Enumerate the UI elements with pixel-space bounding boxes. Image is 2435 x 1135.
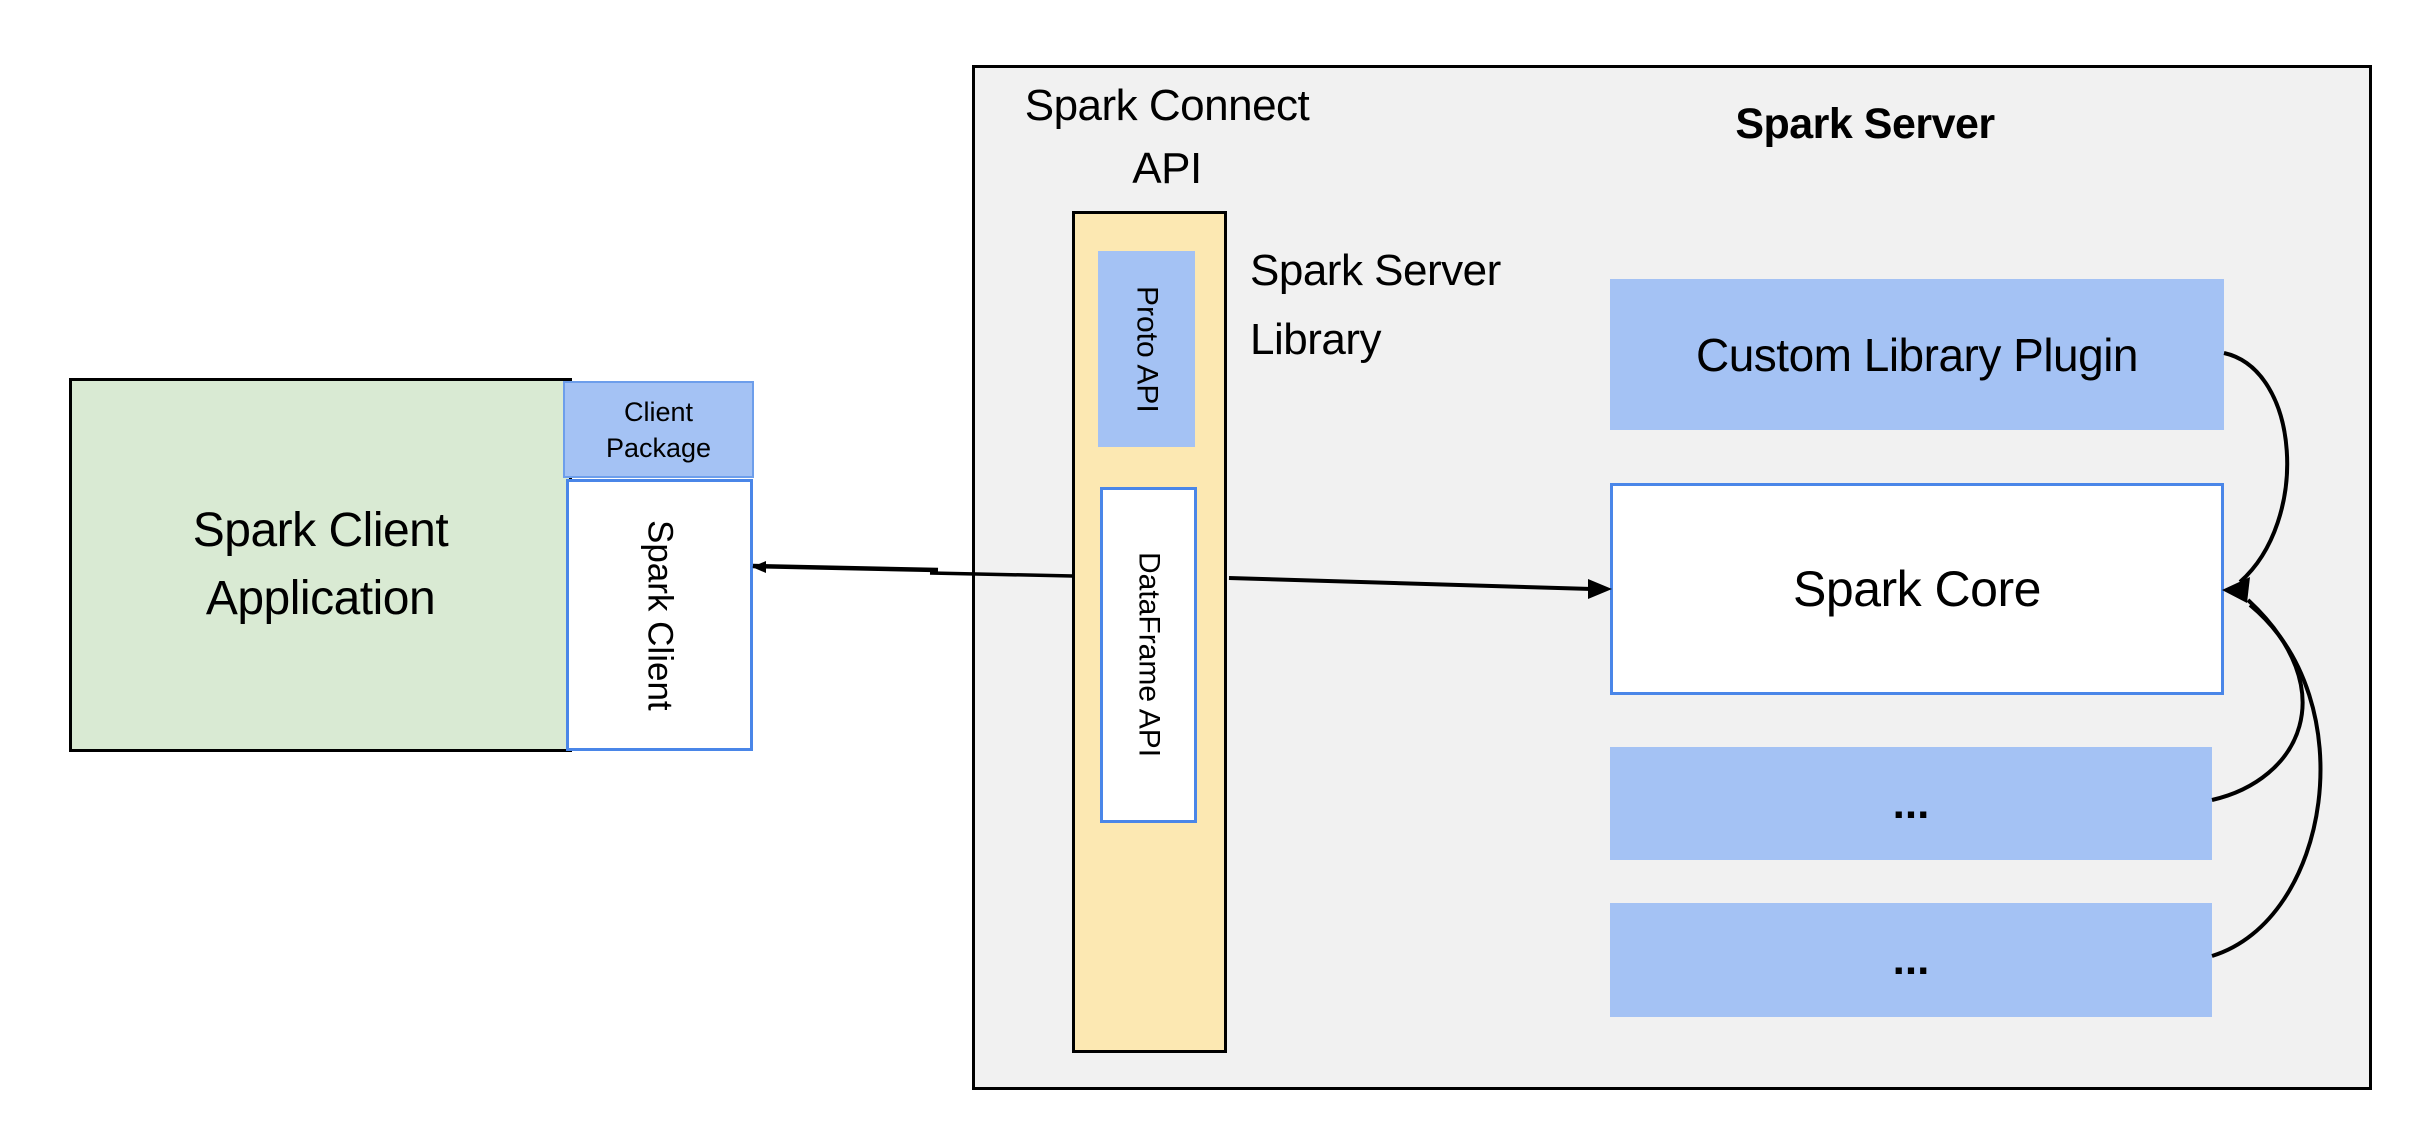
- server-module-placeholder-2: ...: [1610, 903, 2212, 1017]
- dataframe-api-label: DataFrame API: [1132, 552, 1166, 758]
- server-module-placeholder-1: ...: [1610, 747, 2212, 860]
- client-connector-arrowhead-icon: [752, 561, 766, 573]
- spark-server-title: Spark Server: [1735, 100, 1995, 148]
- spark-client-box: Spark Client: [566, 479, 753, 751]
- spark-client-label: Spark Client: [640, 519, 680, 711]
- server-module-placeholder-1-label: ...: [1892, 778, 1930, 828]
- client-to-connect-line-a: [752, 563, 939, 573]
- dataframe-api-box: DataFrame API: [1100, 487, 1197, 823]
- spark-server-library-line1: Spark Server: [1250, 246, 1501, 295]
- custom-library-plugin-box: Custom Library Plugin: [1610, 279, 2224, 430]
- spark-connect-api-title: Spark Connect API: [972, 74, 1362, 200]
- spark-client-application-line1: Spark Client: [192, 504, 449, 557]
- spark-connect-api-title-line1: Spark Connect: [1024, 81, 1310, 130]
- client-package-line2: Package: [605, 432, 712, 463]
- spark-server-library-label: Spark Server Library: [1250, 236, 1670, 374]
- spark-server-library-line2: Library: [1250, 315, 1382, 364]
- client-package-box: Client Package: [563, 381, 754, 478]
- proto-api-box: Proto API: [1098, 251, 1195, 447]
- spark-connect-api-title-line2: API: [1132, 144, 1202, 193]
- spark-core-box: Spark Core: [1610, 483, 2224, 695]
- proto-api-label: Proto API: [1130, 285, 1164, 413]
- server-module-placeholder-2-label: ...: [1892, 935, 1930, 984]
- spark-client-application-line2: Application: [205, 572, 436, 625]
- spark-core-label: Spark Core: [1793, 561, 2041, 617]
- spark-client-application-label: Spark Client Application: [69, 378, 572, 752]
- spark-client-application-box: [69, 378, 572, 752]
- client-package-line1: Client: [623, 396, 693, 427]
- custom-library-plugin-label: Custom Library Plugin: [1695, 328, 2139, 381]
